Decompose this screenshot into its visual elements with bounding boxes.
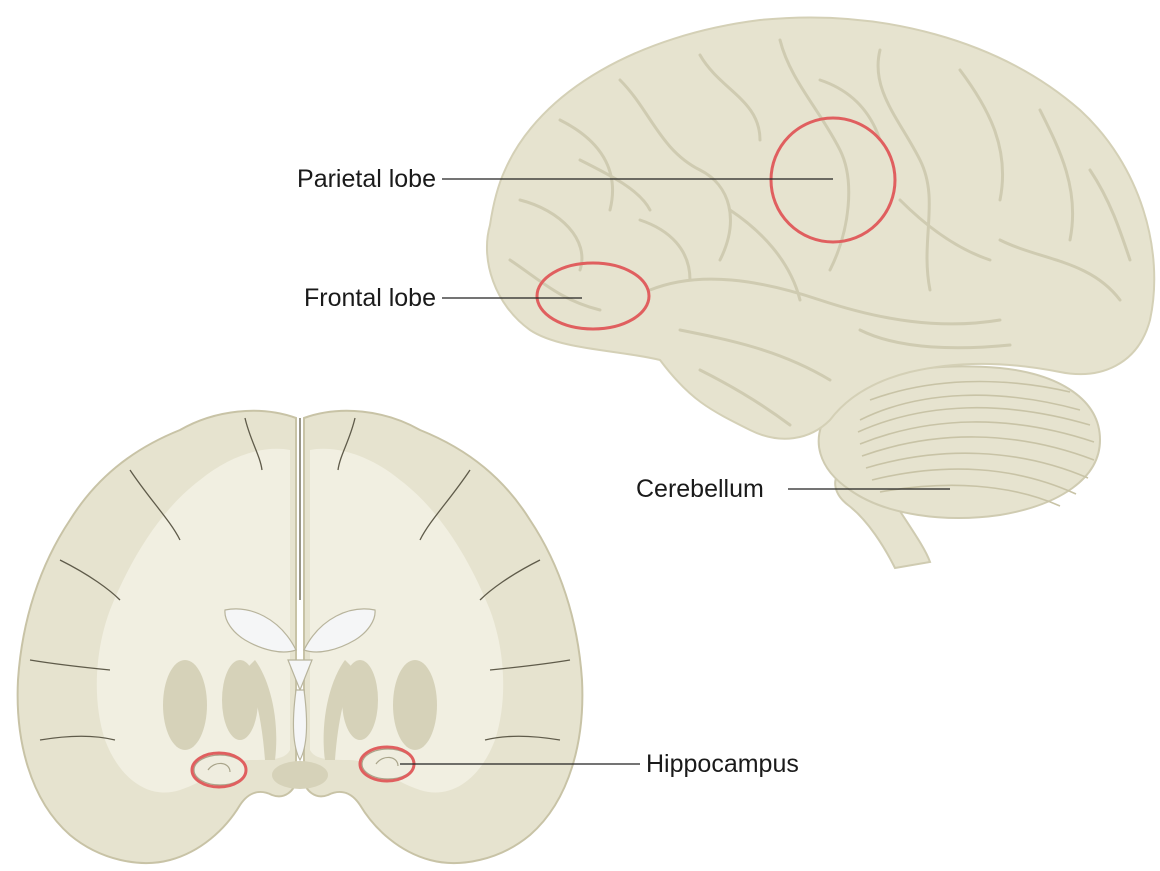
frontal-lobe-label: Frontal lobe xyxy=(240,283,436,313)
parietal-lobe-label: Parietal lobe xyxy=(240,164,436,194)
coronal-brain xyxy=(18,411,583,863)
hippocampus-label: Hippocampus xyxy=(646,749,799,779)
sagittal-brain xyxy=(487,18,1154,568)
cerebellum-label: Cerebellum xyxy=(636,474,764,504)
